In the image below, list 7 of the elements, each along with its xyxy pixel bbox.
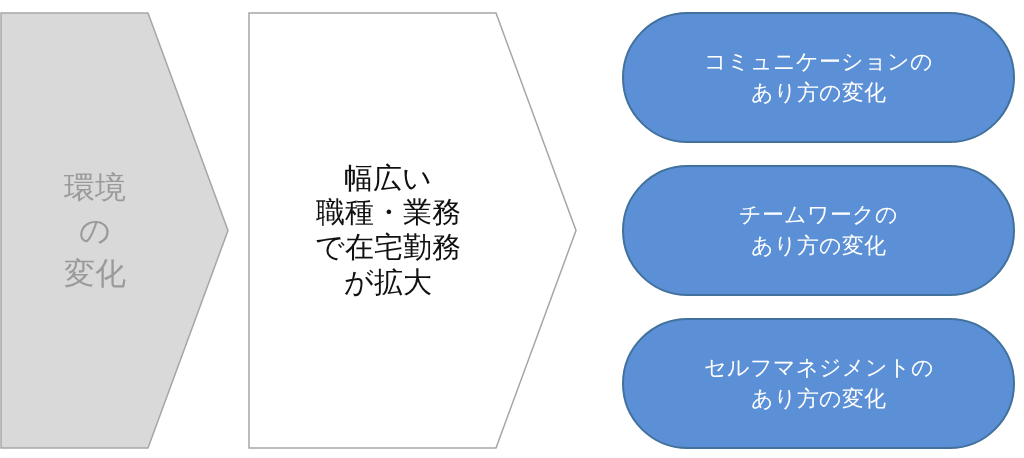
chevron-shape xyxy=(0,12,230,449)
label-text: チームワークのあり方の変化 xyxy=(738,200,899,261)
label-text: 幅広い職種・業務で在宅勤務が拡大 xyxy=(314,160,462,301)
chevron-shape xyxy=(248,12,578,449)
label-text: コミュニケーションのあり方の変化 xyxy=(703,47,934,108)
label-text: セルフマネジメントのあり方の変化 xyxy=(702,353,935,414)
label-text: 環境の変化 xyxy=(63,167,127,294)
